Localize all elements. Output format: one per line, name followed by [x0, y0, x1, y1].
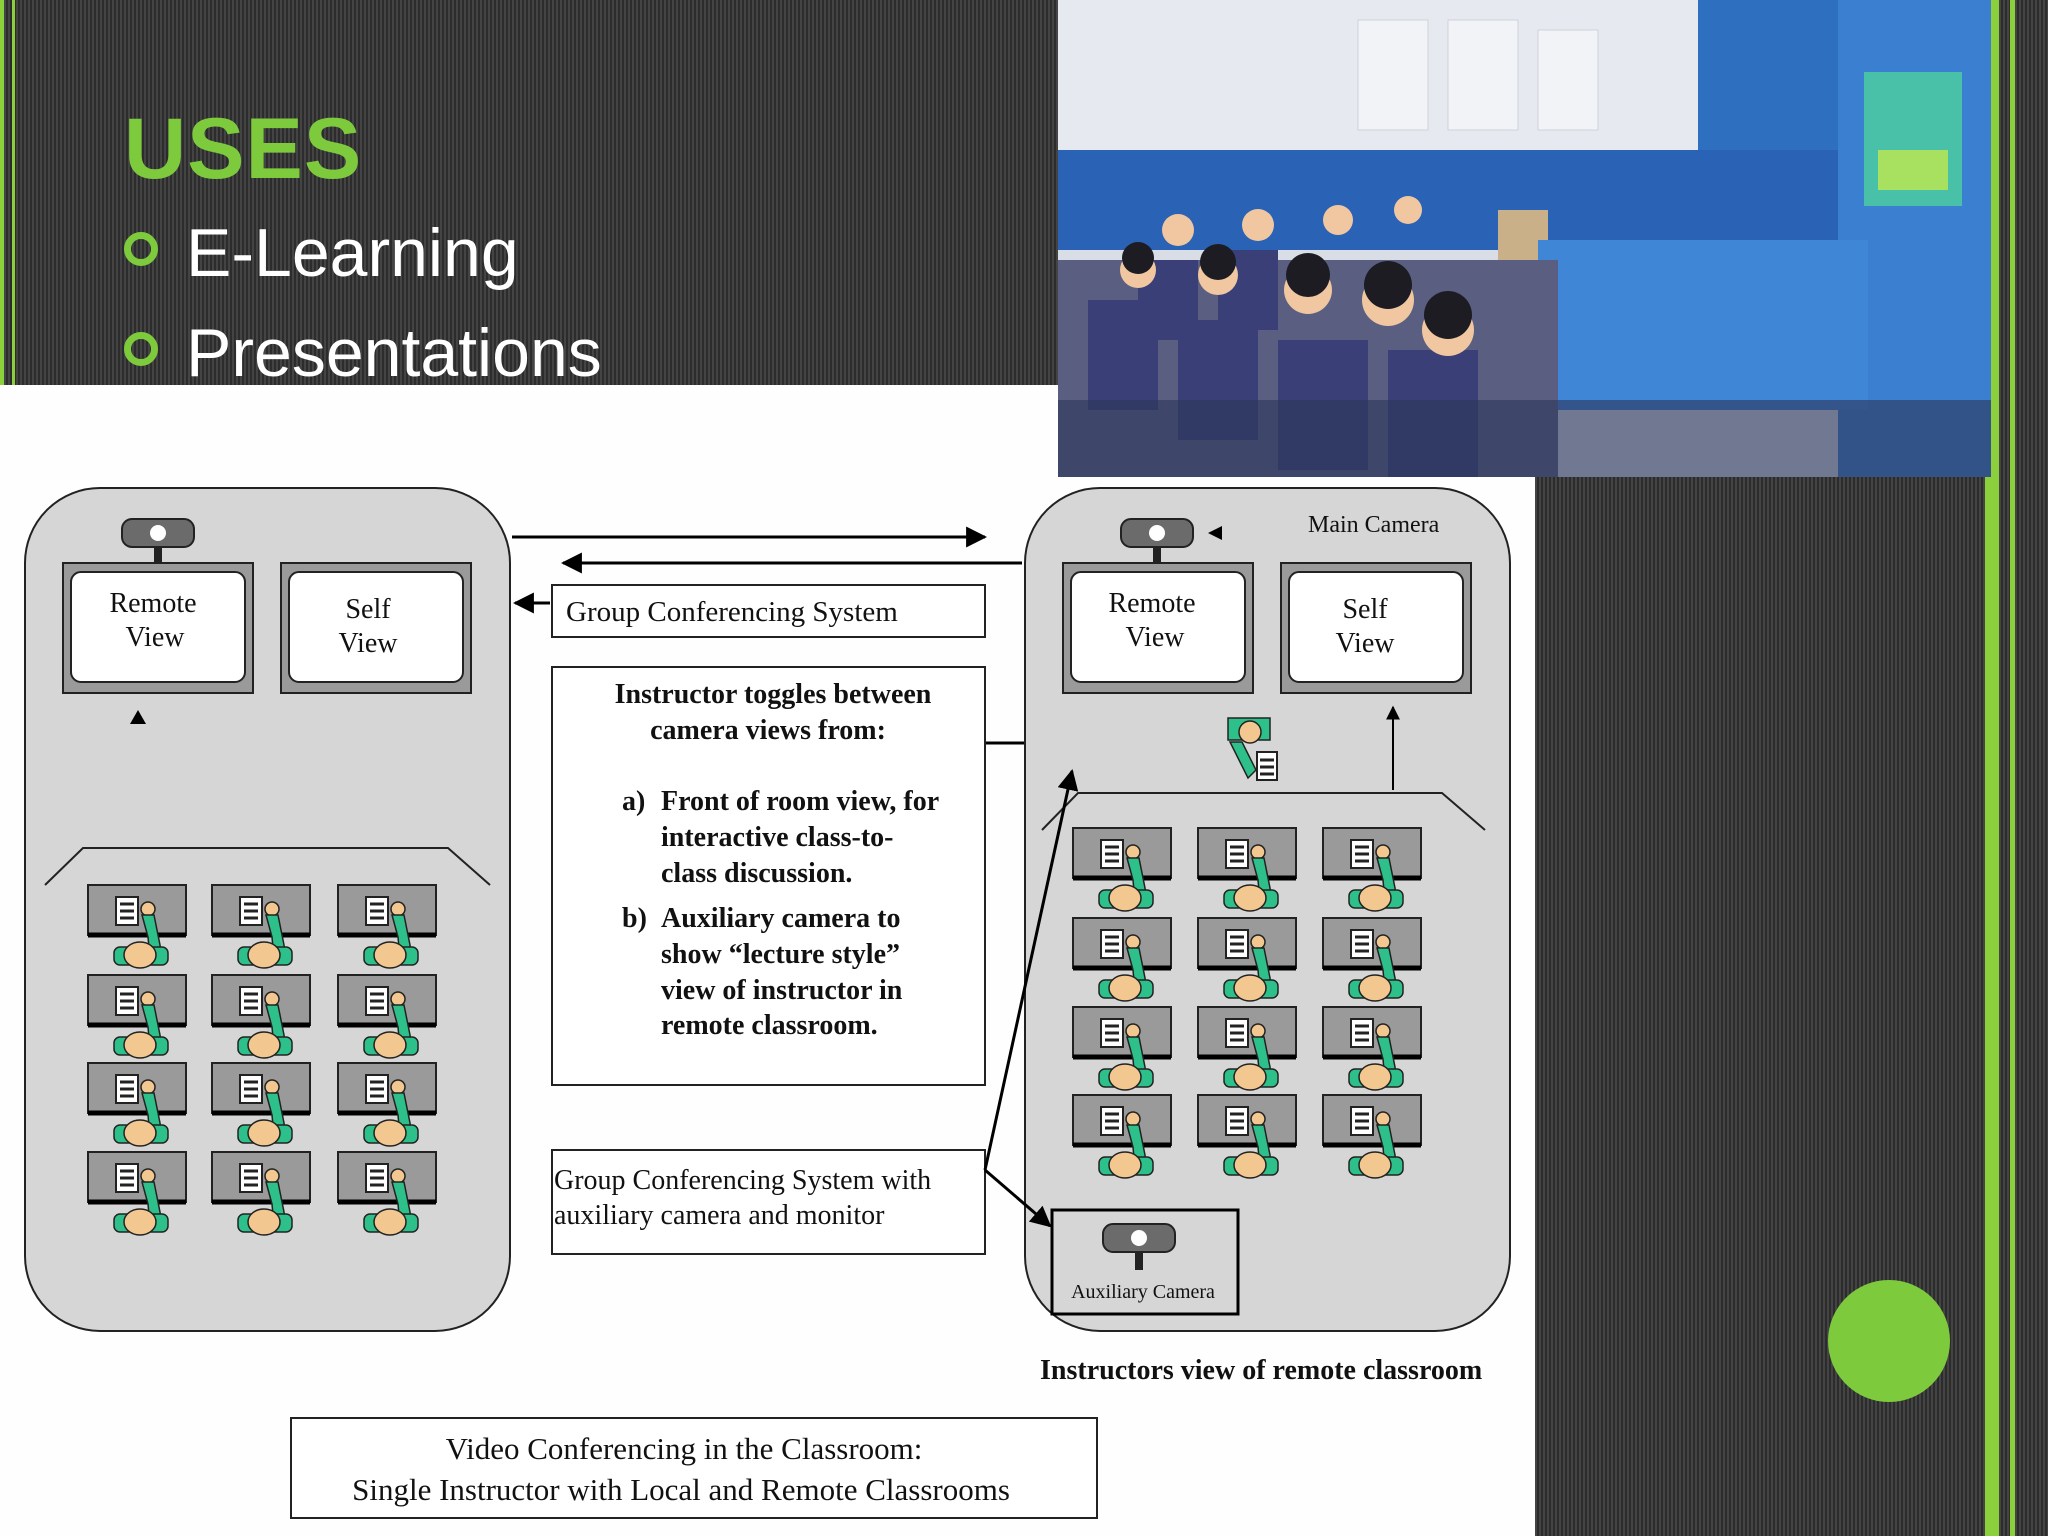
group-system-box [551, 584, 986, 638]
decorative-green-circle [1828, 1280, 1950, 1402]
diagram-caption: Single Instructor with Local and Remote … [352, 1472, 1010, 1507]
monitor-label: Remote [109, 588, 196, 619]
auxiliary-system-box [551, 1149, 986, 1255]
bullet-text: E-Learning [186, 215, 519, 291]
left-accent-bar-thin [12, 0, 15, 385]
remote-classroom-caption: Instructors view of remote classroom [1040, 1355, 1482, 1386]
toggle-item-b: Auxiliary camera to [661, 903, 901, 934]
local-desk-line [44, 847, 491, 886]
toggle-item-a: class discussion. [661, 858, 852, 889]
toggle-item-b: view of instructor in [661, 975, 903, 1006]
toggle-item-b-marker: b) [622, 903, 647, 934]
monitor-label: Remote [1108, 588, 1195, 619]
toggle-description-box [551, 666, 986, 1086]
bullet-ring-icon [124, 232, 158, 266]
monitor-label: View [1336, 628, 1396, 659]
auxiliary-camera-label: Auxiliary Camera [1071, 1281, 1215, 1303]
diagram-caption-box [290, 1417, 1098, 1519]
bullet-item: E-Learning [124, 214, 519, 292]
toggle-item-b: remote classroom. [661, 1010, 878, 1041]
monitor-label: View [1126, 622, 1186, 653]
group-system-label: Group Conferencing System [566, 596, 898, 628]
toggle-item-a: Front of room view, for [661, 786, 939, 817]
pointer-triangle-icon [130, 710, 146, 724]
arrow-to-front-view [983, 768, 1079, 1171]
arrow-to-auxiliary-camera [984, 1168, 1052, 1228]
video-conferencing-diagram: Remote View Self View Group Conferencing… [24, 487, 1511, 1519]
remote-desk-line [1041, 792, 1486, 831]
left-accent-bar [0, 0, 4, 385]
bullet-text: Presentations [186, 315, 602, 391]
main-camera-label: Main Camera [1308, 512, 1440, 538]
monitor-label: View [339, 628, 399, 659]
slide-title: USES [124, 101, 363, 197]
bullet-ring-icon [124, 332, 158, 366]
monitor-label: View [126, 622, 186, 653]
background-texture-left [0, 0, 1060, 385]
toggle-item-b: show “lecture style” [661, 939, 900, 970]
monitor-label: Self [345, 594, 391, 625]
diagram-caption: Video Conferencing in the Classroom: [446, 1431, 923, 1466]
right-accent-bar-thin [2010, 0, 2015, 1536]
instructor-icon [1227, 717, 1278, 781]
monitor-label: Self [1342, 594, 1388, 625]
toggle-heading: camera views from: [650, 715, 886, 746]
toggle-item-a-marker: a) [622, 786, 645, 817]
toggle-heading: Instructor toggles between [615, 679, 932, 710]
toggle-item-a: interactive class-to- [661, 822, 893, 853]
bullet-item: Presentations [124, 314, 602, 392]
auxiliary-system-label: Group Conferencing System with [554, 1165, 931, 1196]
pointer-triangle-icon [1208, 526, 1222, 540]
auxiliary-system-label: auxiliary camera and monitor [554, 1200, 885, 1231]
classroom-photo [1058, 0, 1991, 477]
